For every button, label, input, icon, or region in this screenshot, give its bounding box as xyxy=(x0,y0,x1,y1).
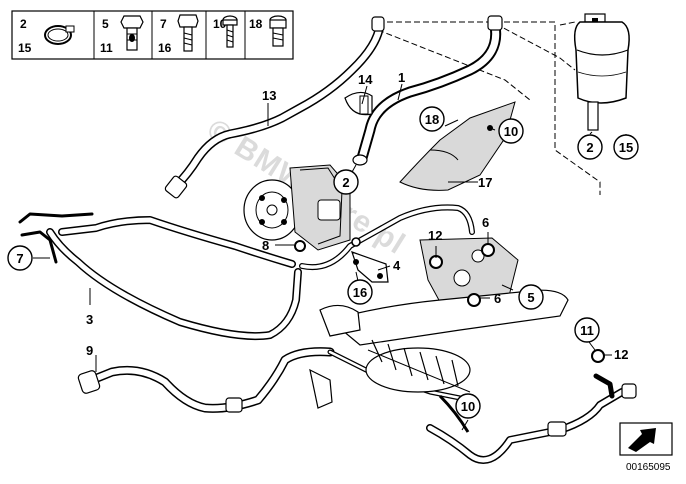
callout-10-shield[interactable]: 10 xyxy=(498,118,524,144)
callout-9[interactable]: 9 xyxy=(86,343,93,358)
svg-text:11: 11 xyxy=(580,323,594,338)
svg-text:15: 15 xyxy=(619,140,633,155)
legend-number: 18 xyxy=(249,17,263,31)
legend-number: 2 xyxy=(20,17,27,31)
hex-bolt-icon xyxy=(177,14,199,52)
hose-clamp[interactable] xyxy=(344,91,373,116)
clamp-icon xyxy=(44,25,75,45)
steering-gear[interactable] xyxy=(309,237,569,433)
legend-number: 15 xyxy=(18,41,32,55)
arrow-icon[interactable] xyxy=(619,422,673,456)
callout-11[interactable]: 11 xyxy=(574,317,600,343)
diagram-id-code: 00165095 xyxy=(626,462,671,473)
banjo-bolt-icon xyxy=(120,15,144,51)
callout-13[interactable]: 13 xyxy=(262,88,276,103)
plug-icon xyxy=(269,15,287,47)
legend-cell-clamp[interactable]: 2 15 xyxy=(18,17,75,55)
fastener-legend: 2 15 5 11 7 16 xyxy=(11,10,294,60)
callout-labels: 1 14 13 8 17 3 9 4 12 6 6 12 2 15 2 18 1 xyxy=(7,70,639,419)
svg-text:16: 16 xyxy=(353,285,367,300)
callout-2-hose[interactable]: 2 xyxy=(333,169,359,195)
legend-cell-hex-bolt[interactable]: 7 16 xyxy=(158,14,199,55)
line-bracket[interactable] xyxy=(351,251,389,283)
callout-7[interactable]: 7 xyxy=(7,245,33,271)
legend-cell-banjo-bolt[interactable]: 5 11 xyxy=(100,15,144,55)
callout-15[interactable]: 15 xyxy=(613,134,639,160)
legend-number: 7 xyxy=(160,17,167,31)
callout-8[interactable]: 8 xyxy=(262,238,269,253)
screw-icon xyxy=(222,15,238,48)
callout-14[interactable]: 14 xyxy=(358,72,373,87)
svg-text:10: 10 xyxy=(461,399,475,414)
svg-text:7: 7 xyxy=(16,251,23,266)
callout-10-lower[interactable]: 10 xyxy=(455,393,481,419)
svg-text:2: 2 xyxy=(342,175,349,190)
callout-3[interactable]: 3 xyxy=(86,312,93,327)
callout-16[interactable]: 16 xyxy=(347,279,373,305)
callout-12[interactable]: 12 xyxy=(614,347,628,362)
power-steering-pump[interactable] xyxy=(243,164,351,251)
svg-text:2: 2 xyxy=(586,140,593,155)
callout-6[interactable]: 6 xyxy=(482,215,489,230)
callout-12[interactable]: 12 xyxy=(428,228,442,243)
legend-number: 11 xyxy=(100,41,113,55)
guide-lines xyxy=(377,21,601,195)
callout-17[interactable]: 17 xyxy=(478,175,492,190)
heat-shield[interactable] xyxy=(399,101,516,191)
svg-text:10: 10 xyxy=(504,124,518,139)
svg-text:5: 5 xyxy=(527,290,534,305)
callout-4[interactable]: 4 xyxy=(393,258,401,273)
fluid-reservoir[interactable] xyxy=(573,13,630,131)
legend-number: 5 xyxy=(102,17,109,31)
callout-6[interactable]: 6 xyxy=(494,291,501,306)
leader-lines xyxy=(33,83,627,431)
callout-18[interactable]: 18 xyxy=(419,106,445,132)
callout-5[interactable]: 5 xyxy=(518,284,544,310)
callout-2-reservoir[interactable]: 2 xyxy=(577,134,603,160)
legend-cell-screw[interactable]: 10 xyxy=(213,15,238,48)
callout-1[interactable]: 1 xyxy=(398,70,405,85)
legend-cell-plug[interactable]: 18 xyxy=(249,15,287,47)
svg-text:18: 18 xyxy=(425,112,439,127)
legend-number: 16 xyxy=(158,41,172,55)
